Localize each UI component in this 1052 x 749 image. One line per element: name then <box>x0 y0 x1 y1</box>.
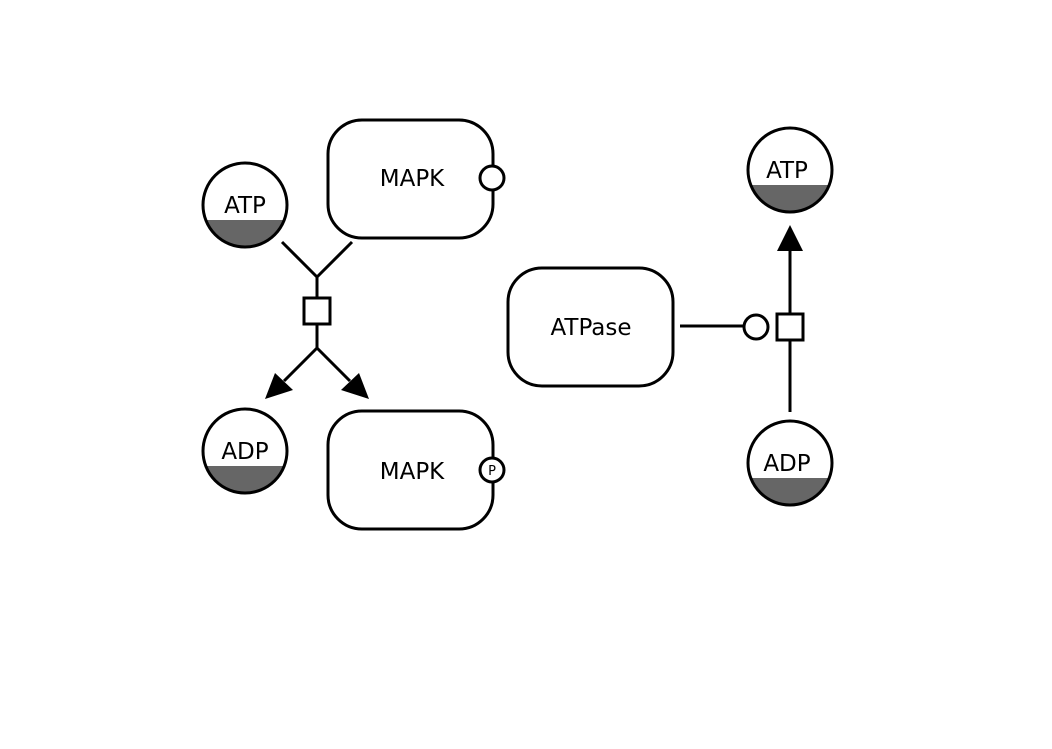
mapk-p-label: MAPK <box>380 459 445 485</box>
atpase-macromolecule-catalyst[interactable]: ATPase <box>506 266 675 388</box>
adp-production-arrowhead <box>265 373 293 399</box>
atp-production-arrowhead <box>777 225 803 251</box>
catalysis-arc-head <box>742 313 770 341</box>
adp-simple-chemical-input[interactable]: ADP <box>745 419 835 508</box>
state-variable-p[interactable] <box>478 456 506 484</box>
mapk-p-production-arrowhead <box>341 373 369 399</box>
atpase-label: ATPase <box>550 315 631 341</box>
state-variable-empty[interactable] <box>478 164 506 192</box>
atp-simple-chemical-output[interactable]: ATP <box>745 126 835 215</box>
right-reaction: ATPase ATP ADP <box>506 126 835 508</box>
mapk-label: MAPK <box>380 166 445 192</box>
mapk-consumption-arc[interactable] <box>315 240 354 279</box>
atp-label: ATP <box>224 193 266 219</box>
adp-label: ADP <box>221 439 268 465</box>
mapk-phosphorylated-macromolecule-output[interactable]: MAPK P <box>326 409 506 531</box>
mapk-p-state-variable-label: P <box>488 464 496 479</box>
mapk-macromolecule-input[interactable]: MAPK <box>326 118 506 240</box>
adp-simple-chemical-output[interactable]: ADP <box>200 407 290 496</box>
process-node-phosphorylation[interactable] <box>302 296 332 326</box>
left-reaction: ATP MAPK ADP MAPK P <box>200 118 506 531</box>
atp-simple-chemical-input[interactable]: ATP <box>200 161 290 250</box>
process-node-atp-synthesis[interactable] <box>775 312 805 342</box>
atp-label: ATP <box>766 158 808 184</box>
atp-consumption-arc[interactable] <box>280 240 319 279</box>
mapk-p-production-arc[interactable] <box>315 346 352 383</box>
adp-label: ADP <box>763 451 810 477</box>
adp-production-arc[interactable] <box>282 346 319 383</box>
